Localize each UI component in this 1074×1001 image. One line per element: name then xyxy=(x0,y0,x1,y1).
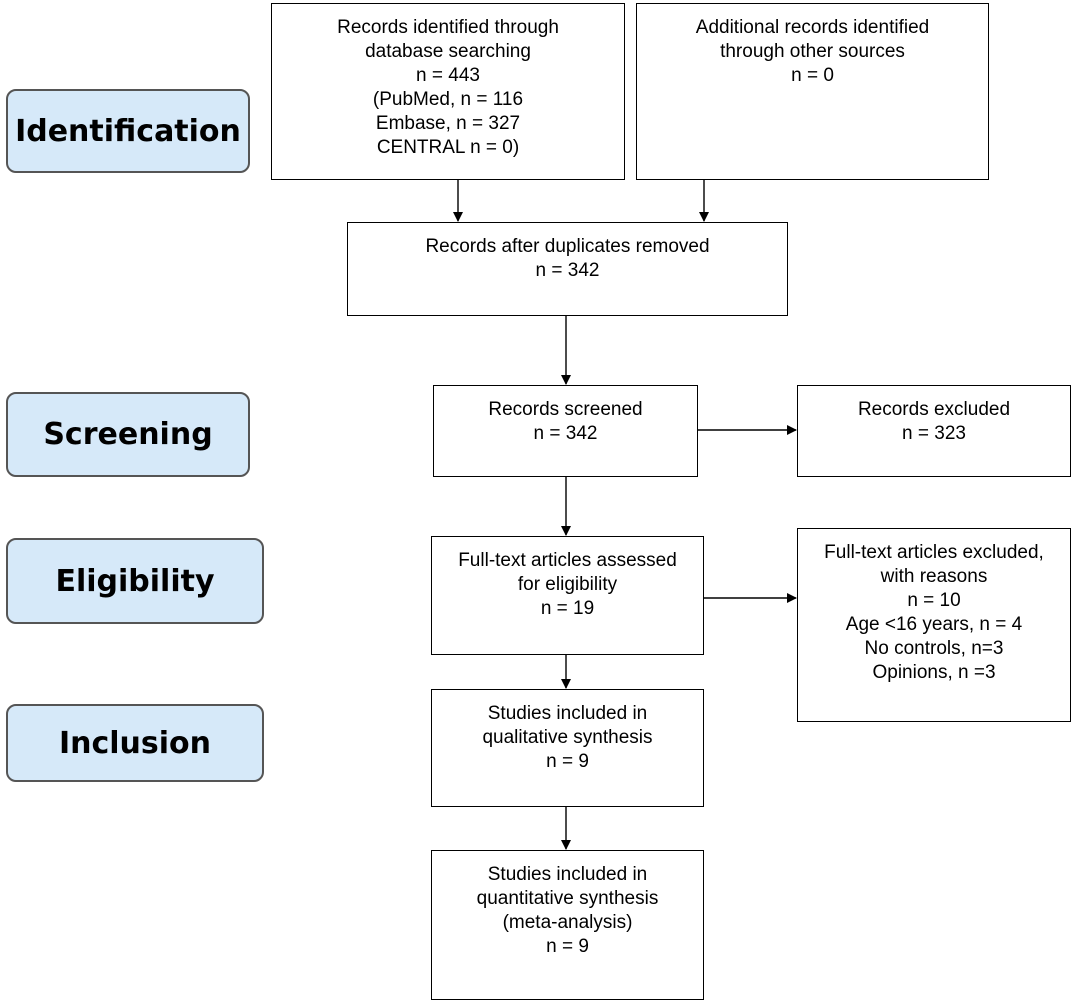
box-line: Full-text articles excluded, xyxy=(824,542,1044,563)
box-line: with reasons xyxy=(880,566,988,587)
stage-inclusion-label: Inclusion xyxy=(58,725,212,761)
box-line: database searching xyxy=(365,41,531,62)
box-line: qualitative synthesis xyxy=(482,727,653,748)
box-line: (PubMed, n = 116 xyxy=(372,89,524,110)
box-line: n = 0 xyxy=(791,65,834,86)
box-fulltext-assessed: Full-text articles assessed for eligibil… xyxy=(431,536,704,655)
box-line: Studies included in xyxy=(487,864,648,885)
box-line: n = 9 xyxy=(546,751,589,772)
stage-eligibility: Eligibility xyxy=(6,538,264,624)
box-line: n = 19 xyxy=(540,598,595,619)
box-line: Records excluded xyxy=(857,399,1011,420)
box-line: n = 9 xyxy=(546,936,589,957)
box-line: CENTRAL n = 0) xyxy=(376,137,520,158)
box-duplicates-removed: Records after duplicates removed n = 342 xyxy=(347,222,788,316)
box-other-sources: Additional records identified through ot… xyxy=(636,3,989,180)
box-line: n = 323 xyxy=(902,423,966,444)
stage-eligibility-label: Eligibility xyxy=(55,563,215,599)
box-fulltext-excluded: Full-text articles excluded, with reason… xyxy=(797,528,1071,722)
box-line: Full-text articles assessed xyxy=(458,550,677,571)
box-excluded: Records excluded n = 323 xyxy=(797,385,1071,477)
box-line: through other sources xyxy=(720,41,905,62)
box-line: n = 342 xyxy=(533,423,598,444)
box-line: n = 443 xyxy=(416,65,480,86)
box-line: Records identified through xyxy=(337,17,559,38)
box-line: Age <16 years, n = 4 xyxy=(845,614,1023,635)
box-line: Opinions, n =3 xyxy=(872,662,996,683)
box-quantitative: Studies included in quantitative synthes… xyxy=(431,850,704,1000)
box-line: Records after duplicates removed xyxy=(425,236,710,257)
box-line: n = 10 xyxy=(907,590,961,611)
box-line: for eligibility xyxy=(517,574,618,595)
box-line: n = 342 xyxy=(535,260,600,281)
stage-identification-label: Identification xyxy=(15,113,241,149)
stage-screening-label: Screening xyxy=(43,417,213,452)
box-line: Embase, n = 327 xyxy=(375,113,521,134)
box-database-search: Records identified through database sear… xyxy=(271,3,625,180)
box-line: Additional records identified xyxy=(695,17,930,38)
box-screened: Records screened n = 342 xyxy=(433,385,698,477)
stage-inclusion: Inclusion xyxy=(6,704,264,782)
box-qualitative: Studies included in qualitative synthesi… xyxy=(431,689,704,807)
box-line: quantitative synthesis xyxy=(476,888,659,909)
stage-identification: Identification xyxy=(6,89,250,173)
box-line: Studies included in xyxy=(487,703,648,724)
stage-screening: Screening xyxy=(6,392,250,477)
box-line: Records screened xyxy=(488,399,643,420)
box-line: No controls, n=3 xyxy=(864,638,1004,659)
box-line: (meta-analysis) xyxy=(502,912,633,933)
